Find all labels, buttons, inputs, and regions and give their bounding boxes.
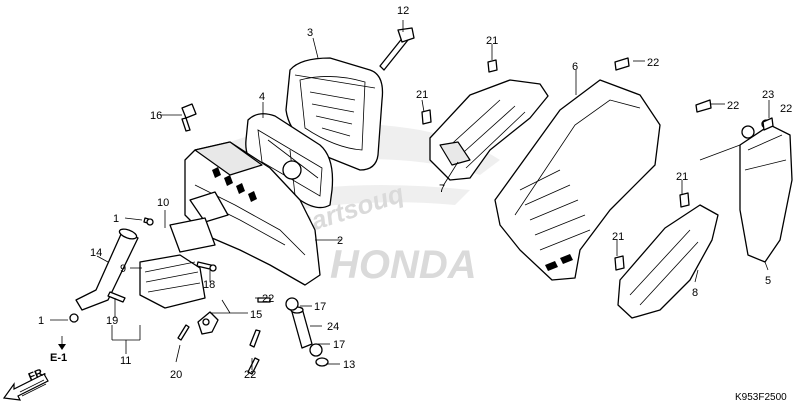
callout-11: 11 bbox=[120, 355, 131, 367]
callout-3: 3 bbox=[307, 27, 313, 39]
reference-e1-label: E-1 bbox=[50, 352, 67, 364]
callout-21-lower: 21 bbox=[612, 231, 624, 243]
callout-7: 7 bbox=[439, 183, 445, 195]
part-shroud-6 bbox=[494, 79, 661, 281]
callout-21-left: 21 bbox=[416, 89, 428, 101]
part-side-cover-8 bbox=[617, 204, 719, 319]
callout-1-top: 1 bbox=[113, 213, 119, 225]
callout-16: 16 bbox=[150, 110, 162, 122]
figure-code: K953F2500 bbox=[735, 392, 787, 403]
callout-22-top: 22 bbox=[647, 57, 659, 69]
callout-20: 20 bbox=[170, 369, 182, 381]
part-side-cover-left bbox=[429, 79, 549, 181]
callout-21-top: 21 bbox=[486, 35, 498, 47]
callout-5: 5 bbox=[765, 275, 771, 287]
part-breather-pipe bbox=[285, 297, 329, 367]
callout-24: 24 bbox=[327, 321, 339, 333]
part-small-screws bbox=[107, 217, 271, 375]
part-number-plate bbox=[739, 119, 793, 263]
callout-23: 23 bbox=[762, 89, 774, 101]
callout-4: 4 bbox=[259, 91, 265, 103]
leader-lines bbox=[50, 20, 770, 370]
callout-22-mid: 22 bbox=[262, 293, 274, 305]
callout-8: 8 bbox=[692, 287, 698, 299]
part-air-cleaner-case bbox=[184, 141, 321, 286]
callout-17-bottom: 17 bbox=[333, 339, 345, 351]
part-filter-holder bbox=[245, 113, 334, 209]
callout-15: 15 bbox=[250, 309, 262, 321]
callout-22-far: 22 bbox=[780, 103, 792, 115]
callout-22-right: 22 bbox=[727, 100, 739, 112]
callout-6: 6 bbox=[572, 61, 578, 73]
front-arrow: FR. bbox=[2, 366, 49, 401]
part-bolt-16 bbox=[181, 103, 197, 132]
callout-17-top: 17 bbox=[314, 301, 326, 313]
callout-10: 10 bbox=[157, 197, 169, 209]
part-clamp bbox=[197, 311, 219, 335]
watermark-honda-text: HONDA bbox=[330, 243, 477, 287]
part-drain-tube bbox=[69, 228, 139, 323]
callout-12: 12 bbox=[397, 5, 409, 17]
callout-labels: 12 3 21 22 6 22 23 22 4 16 21 7 21 1 10 … bbox=[38, 5, 792, 381]
callout-19: 19 bbox=[106, 315, 118, 327]
reference-e1: E-1 bbox=[50, 336, 67, 364]
part-bolt-12 bbox=[379, 27, 415, 71]
callout-2: 2 bbox=[337, 235, 343, 247]
part-intake-boot bbox=[139, 217, 216, 309]
callout-9: 9 bbox=[120, 263, 126, 275]
callout-22-bottom: 22 bbox=[244, 369, 256, 381]
callout-1-bottom: 1 bbox=[38, 315, 44, 327]
callout-14: 14 bbox=[90, 247, 102, 259]
callout-18: 18 bbox=[203, 279, 215, 291]
callout-13: 13 bbox=[343, 359, 355, 371]
callout-21-right: 21 bbox=[676, 171, 688, 183]
part-small-bolts bbox=[421, 57, 774, 271]
